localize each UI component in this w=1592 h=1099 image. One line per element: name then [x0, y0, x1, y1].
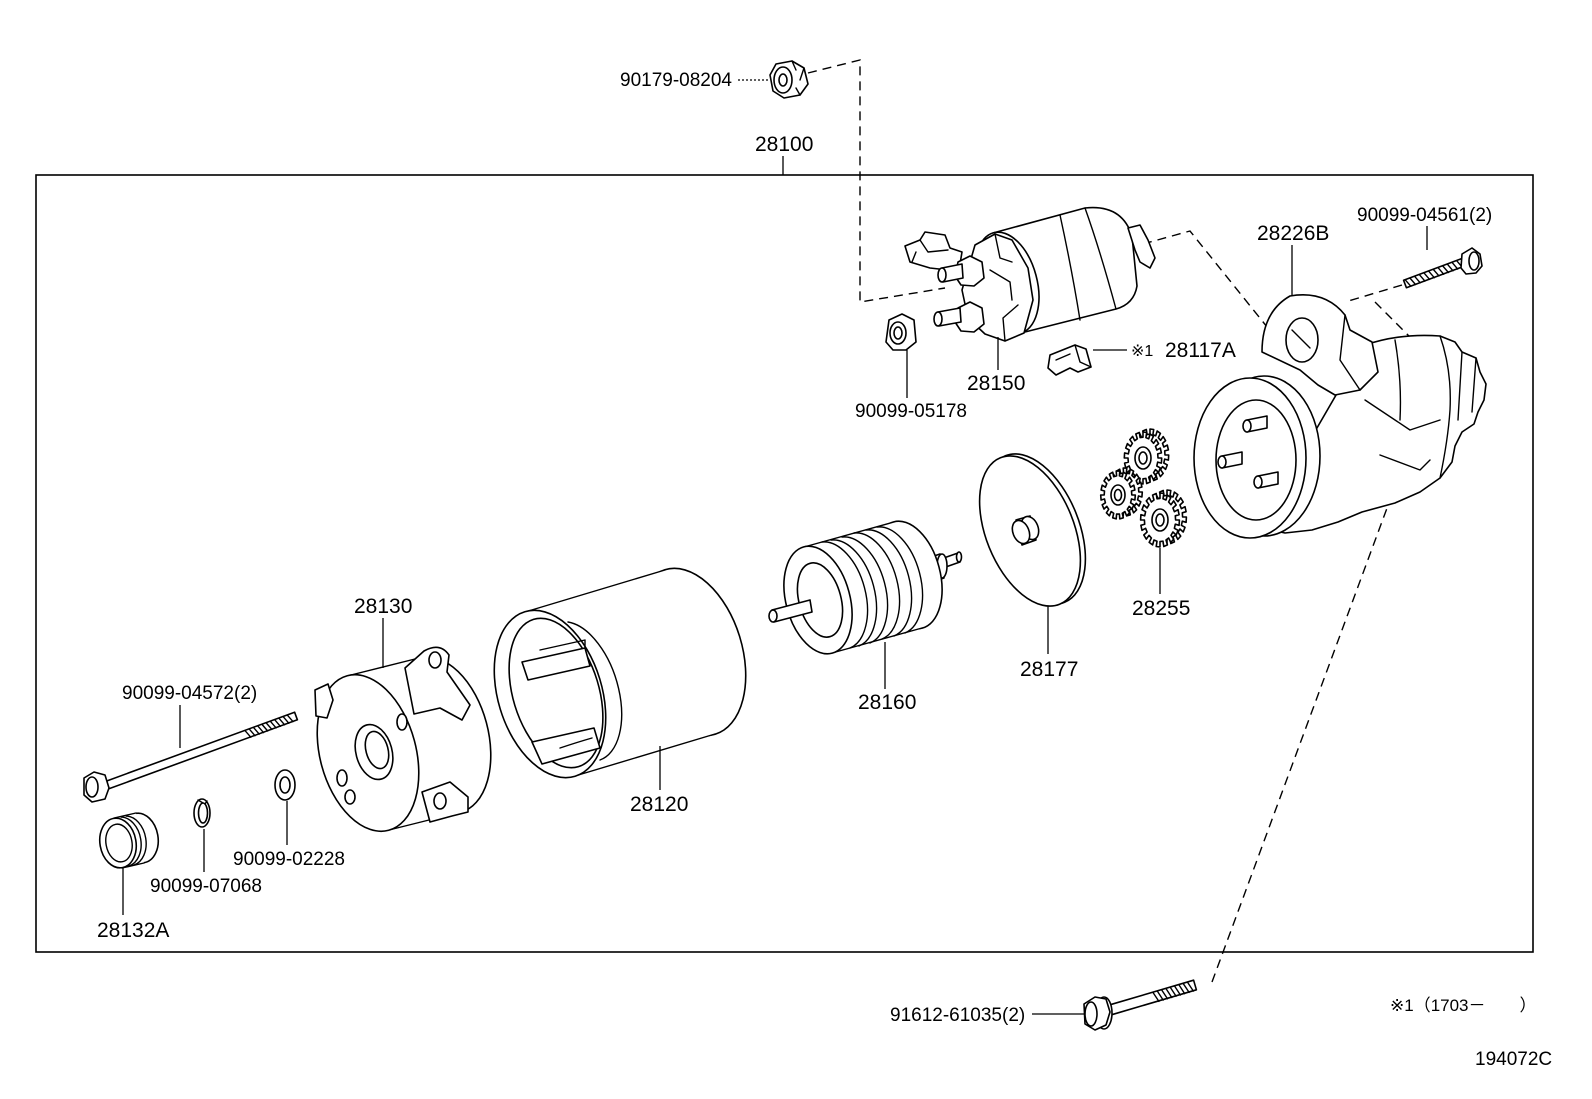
mounting-bolt-shaft: [1107, 979, 1198, 1016]
plate-label: 28177: [1020, 658, 1078, 681]
end-cap-body-edges: [113, 812, 147, 869]
end-cap: [98, 812, 160, 869]
yoke-inner-back-edge: [567, 621, 623, 761]
housing-pin-1-end: [1217, 455, 1227, 469]
washer-inner: [279, 776, 291, 794]
clip-body: [1047, 344, 1092, 376]
drive-housing: [1193, 294, 1487, 539]
footnote: ※1（1703－ ）: [1390, 996, 1537, 1015]
armature-label: 28160: [858, 691, 916, 714]
e-ring-label: 90099-07068: [150, 876, 262, 897]
solenoid-bands: [1059, 207, 1117, 321]
housing-rear-connector: [1364, 335, 1477, 479]
housing-pin-3-end: [1253, 475, 1263, 489]
through-bolt-label: 90099-04572(2): [122, 683, 257, 704]
clip-detail: [1055, 344, 1092, 368]
e-ring-inner: [197, 802, 209, 824]
solenoid-right-tab: [1127, 224, 1156, 269]
yoke-upper-magnet: [521, 647, 591, 681]
housing-pin-2-end: [1242, 419, 1252, 433]
e-ring: [193, 798, 211, 828]
clip: [1047, 344, 1092, 376]
through-bolt-threads: [244, 714, 294, 738]
yoke-lower-magnet-edge: [559, 737, 593, 749]
through-bolt: [83, 711, 299, 803]
end-frame-hole-3: [396, 713, 408, 731]
gears-label: 28255: [1132, 597, 1190, 620]
armature: [768, 520, 963, 655]
yoke-upper-magnet-edge: [539, 639, 586, 651]
housing-bolt-shaft: [1402, 257, 1467, 289]
mounting-bolt-head-face: [1084, 1001, 1098, 1027]
housing-rear-body: [1261, 334, 1487, 534]
housing-bolt-label: 90099-04561(2): [1357, 205, 1492, 226]
end-frame-center-hole: [364, 730, 390, 770]
solenoid-cover-ribs: [989, 233, 1019, 342]
housing-bolt-head-face: [1468, 251, 1480, 271]
nut-top-edges: [791, 60, 805, 96]
dashed-nut-to-solenoid: [807, 59, 946, 303]
figure-code: 194072C: [1475, 1049, 1552, 1070]
washer-label: 90099-02228: [233, 849, 345, 870]
assembly-frame: [35, 174, 1534, 953]
part-labels: 90179-08204 28100 90099-04561(2) 28226B …: [97, 70, 1552, 1070]
armature-right-shaft-end: [955, 551, 963, 563]
armature-windings: [821, 526, 924, 649]
end-frame-hole-1: [336, 769, 348, 787]
armature-left-shaft-end: [768, 609, 778, 623]
housing-bolt: [1402, 247, 1483, 289]
dashed-solenoid-to-housing: [1142, 230, 1293, 359]
end-frame-bottom-tab-hole: [433, 792, 447, 810]
dashed-bolt-to-housing: [1344, 284, 1403, 303]
gear-2-bore: [1113, 488, 1123, 502]
end-cap-face-inner: [105, 823, 133, 863]
solenoid-upper-stud-end: [937, 267, 947, 283]
end-cap-label: 28132A: [97, 919, 169, 942]
yoke-body-edges: [524, 569, 716, 777]
drive-housing-label: 28226B: [1257, 222, 1329, 245]
e-ring-gap: [197, 799, 208, 805]
planetary-gears: [1099, 428, 1188, 548]
plate-hub-front: [1011, 519, 1031, 545]
solenoid: [904, 206, 1156, 342]
end-frame-top-tab: [404, 646, 471, 721]
gear-3-bore: [1155, 513, 1165, 527]
end-frame-top-tab-hole: [428, 651, 442, 669]
solenoid-nut: [885, 313, 917, 351]
housing-ear-detail: [1291, 314, 1361, 391]
solenoid-nut-label: 90099-05178: [855, 401, 967, 422]
mounting-bolt: [1083, 979, 1198, 1031]
mounting-bolt-label: 91612-61035(2): [890, 1005, 1025, 1026]
nut-top-hole: [778, 73, 788, 87]
nut-top: [769, 60, 809, 99]
gear-1-bore: [1138, 451, 1148, 465]
solenoid-nut-hole: [893, 326, 903, 340]
clip-label: 28117A: [1165, 339, 1236, 362]
dashed-mount-bolt-to-housing: [1211, 499, 1391, 983]
washer: [274, 769, 296, 801]
mounting-bolt-threads: [1152, 981, 1195, 1003]
plate: [978, 453, 1087, 607]
end-frame-left-ear: [314, 683, 334, 719]
yoke: [493, 567, 747, 779]
housing-flange-bore: [1215, 399, 1297, 521]
end-frame-label: 28130: [354, 595, 412, 618]
end-frame-hole-2: [344, 789, 356, 805]
starter-assembly-label: 28100: [755, 133, 813, 156]
yoke-label: 28120: [630, 793, 688, 816]
solenoid-bracket-detail: [911, 239, 949, 263]
through-bolt-head-face: [85, 776, 99, 798]
nut-top-label: 90179-08204: [620, 70, 732, 91]
clip-note-mark: ※1: [1131, 343, 1153, 360]
end-frame: [314, 646, 492, 833]
solenoid-label: 28150: [967, 372, 1025, 395]
solenoid-lower-stud-end: [933, 311, 943, 327]
housing-ear: [1261, 294, 1379, 396]
housing-bolt-threads: [1404, 260, 1464, 287]
